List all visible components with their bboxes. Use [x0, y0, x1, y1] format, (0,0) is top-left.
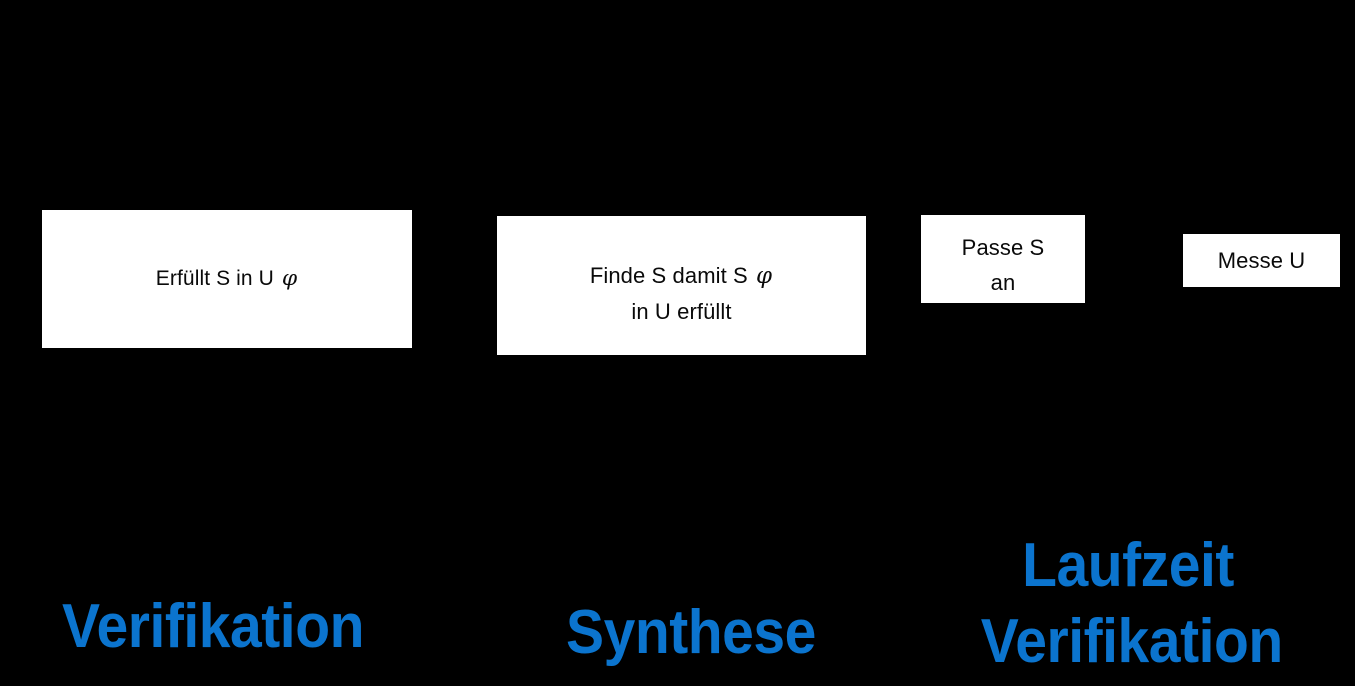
- caption-verifikation: Verifikation: [62, 592, 364, 661]
- box-synthesis-line1: Finde S damit S: [589, 263, 748, 288]
- box-synthesis: Finde S damit S φ in U erfüllt: [497, 216, 866, 355]
- phi-symbol: φ: [281, 266, 298, 291]
- box-adapt-s-line1: Passe S: [961, 235, 1045, 260]
- box-verification: Erfüllt S in U φ: [42, 210, 412, 348]
- phi-symbol: φ: [756, 263, 773, 289]
- box-synthesis-line2: in U erfüllt: [631, 299, 732, 324]
- box-adapt-s-text: Passe S an: [921, 230, 1085, 300]
- caption-laufzeit-verifikation: Laufzeit Verifikation: [980, 531, 1283, 676]
- box-measure-u: Messe U: [1183, 234, 1340, 287]
- box-synthesis-text: Finde S damit S φ in U erfüllt: [497, 258, 866, 329]
- box-verification-line1: Erfüllt S in U: [155, 267, 274, 290]
- box-adapt-s-line2: an: [990, 270, 1016, 295]
- box-measure-u-text: Messe U: [1217, 247, 1306, 273]
- box-adapt-s: Passe S an: [921, 215, 1085, 303]
- caption-synthese: Synthese: [566, 598, 816, 667]
- box-verification-text: Erfüllt S in U φ: [42, 264, 412, 294]
